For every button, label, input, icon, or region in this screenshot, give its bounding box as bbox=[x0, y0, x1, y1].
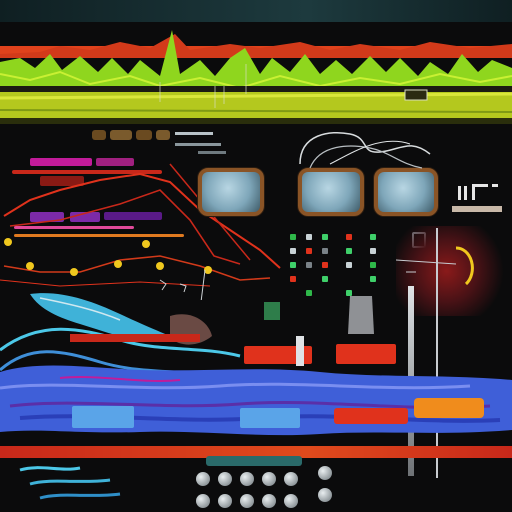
gear-icon[interactable] bbox=[318, 466, 332, 480]
control-knob[interactable] bbox=[240, 494, 254, 508]
data-point bbox=[142, 240, 150, 248]
level-bar-purple bbox=[30, 212, 64, 222]
turbine-shape bbox=[30, 293, 180, 342]
control-knob[interactable] bbox=[284, 494, 298, 508]
led-indicator[interactable] bbox=[290, 234, 296, 240]
led-indicator[interactable] bbox=[346, 262, 352, 268]
slider-track-2[interactable] bbox=[336, 344, 396, 364]
led-indicator[interactable] bbox=[306, 262, 312, 268]
level-bar-dark-red bbox=[40, 176, 84, 186]
cable-bundle bbox=[299, 131, 431, 169]
control-knob[interactable] bbox=[240, 472, 254, 486]
level-bar-magenta-top bbox=[30, 158, 92, 166]
control-knob[interactable] bbox=[262, 472, 276, 486]
data-point bbox=[204, 266, 212, 274]
led-indicator[interactable] bbox=[322, 248, 328, 254]
control-button-4[interactable] bbox=[156, 130, 170, 140]
control-knob[interactable] bbox=[284, 472, 298, 486]
monitor-screen-1[interactable] bbox=[198, 168, 264, 216]
led-indicator[interactable] bbox=[370, 248, 376, 254]
status-strip-3 bbox=[198, 151, 226, 154]
waveform-marker-box bbox=[404, 89, 428, 101]
status-glyph-icon bbox=[452, 184, 502, 212]
waveform-red bbox=[0, 34, 512, 58]
bottom-rail bbox=[0, 446, 512, 458]
data-point bbox=[156, 262, 164, 270]
led-indicator[interactable] bbox=[322, 234, 328, 240]
led-indicator[interactable] bbox=[306, 290, 312, 296]
probe-cable bbox=[436, 228, 438, 478]
led-indicator[interactable] bbox=[290, 276, 296, 282]
status-strip-2 bbox=[175, 143, 221, 146]
control-knob[interactable] bbox=[218, 472, 232, 486]
led-matrix bbox=[286, 230, 396, 310]
led-indicator[interactable] bbox=[306, 234, 312, 240]
level-bar-pink bbox=[14, 226, 134, 229]
level-bar-orange bbox=[14, 234, 184, 237]
control-button-3[interactable] bbox=[136, 130, 152, 140]
radar-sweep bbox=[396, 246, 474, 286]
speaker-icon[interactable] bbox=[318, 488, 332, 502]
led-indicator[interactable] bbox=[370, 276, 376, 282]
level-bar-magenta-top-2 bbox=[96, 158, 134, 166]
knob-rail bbox=[206, 456, 302, 466]
status-strip bbox=[175, 132, 213, 135]
data-point bbox=[70, 268, 78, 276]
monitor-screen-3[interactable] bbox=[374, 168, 438, 216]
data-point bbox=[114, 260, 122, 268]
alert-block bbox=[334, 408, 408, 424]
control-knob[interactable] bbox=[262, 494, 276, 508]
led-indicator[interactable] bbox=[290, 262, 296, 268]
level-bar-purple-2 bbox=[70, 212, 100, 222]
control-knob[interactable] bbox=[196, 472, 210, 486]
status-panel-right bbox=[452, 160, 508, 216]
trend-plot bbox=[0, 163, 281, 300]
red-bar-line bbox=[70, 334, 200, 342]
monitor-screen-2[interactable] bbox=[298, 168, 364, 216]
data-block-1 bbox=[72, 406, 134, 428]
level-bar-purple-3 bbox=[104, 212, 162, 220]
control-button-2[interactable] bbox=[110, 130, 132, 140]
signal-waveform-panel bbox=[0, 24, 512, 130]
bottom-waveform bbox=[19, 466, 121, 500]
led-indicator[interactable] bbox=[370, 262, 376, 268]
control-knob[interactable] bbox=[196, 494, 210, 508]
led-indicator[interactable] bbox=[322, 276, 328, 282]
waveform-green bbox=[0, 30, 512, 90]
control-knob[interactable] bbox=[218, 494, 232, 508]
led-indicator[interactable] bbox=[306, 248, 312, 254]
slider-track-1[interactable] bbox=[244, 346, 312, 364]
data-point bbox=[26, 262, 34, 270]
fluid-visualization bbox=[0, 293, 512, 436]
led-indicator[interactable] bbox=[322, 262, 328, 268]
led-indicator[interactable] bbox=[370, 234, 376, 240]
knob-panel bbox=[190, 466, 320, 512]
sensor-module bbox=[264, 302, 280, 320]
slider-handle[interactable] bbox=[296, 336, 304, 366]
window-title-bar bbox=[0, 0, 512, 22]
led-indicator[interactable] bbox=[346, 248, 352, 254]
radar-glow bbox=[396, 226, 508, 316]
led-indicator[interactable] bbox=[290, 248, 296, 254]
level-bar-red bbox=[12, 170, 162, 174]
warning-block bbox=[414, 398, 484, 418]
data-block-2 bbox=[240, 408, 300, 428]
led-indicator[interactable] bbox=[346, 290, 352, 296]
led-indicator[interactable] bbox=[346, 234, 352, 240]
control-button-1[interactable] bbox=[92, 130, 106, 140]
data-point bbox=[4, 238, 12, 246]
